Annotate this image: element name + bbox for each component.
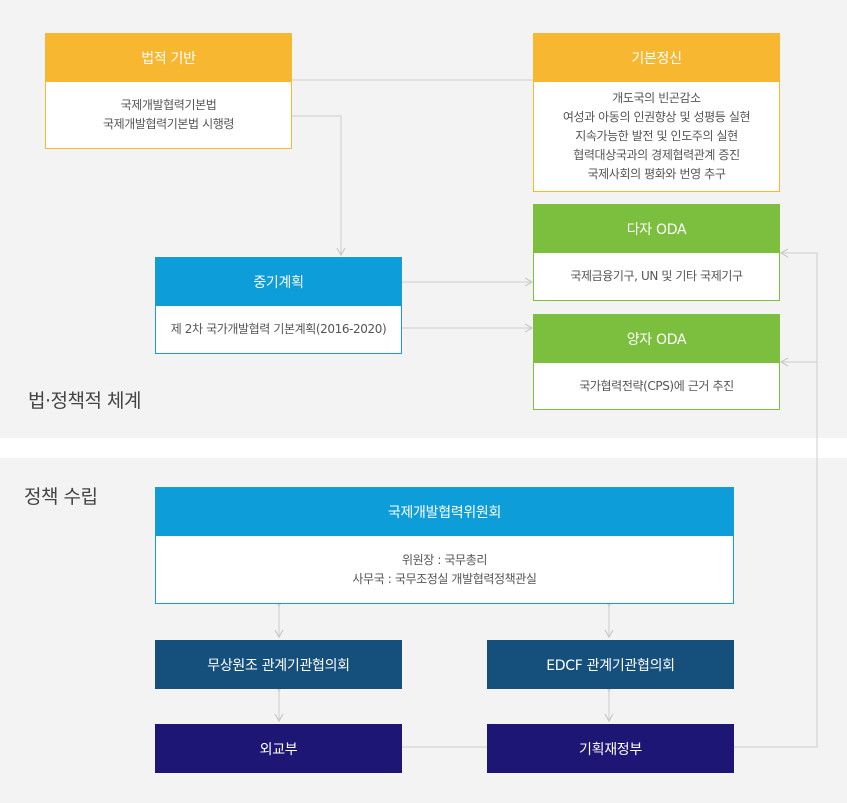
- legal-basis-line: 국제개발협력기본법 시행령: [102, 117, 235, 131]
- committee-title: 국제개발협력위원회: [156, 488, 733, 536]
- mid-term-plan-line: 제 2차 국가개발협력 기본계획(2016-2020): [170, 322, 387, 336]
- committee-box: 국제개발협력위원회 위원장 : 국무총리 사무국 : 국무조정실 개발협력정책관…: [155, 487, 734, 604]
- section-title-policy-system: 법·정책적 체계: [28, 390, 141, 412]
- grant-council-box: 무상원조 관계기관협의회: [155, 640, 402, 689]
- mid-term-plan-box: 중기계획 제 2차 국가개발협력 기본계획(2016-2020): [155, 257, 402, 354]
- multilateral-oda-title: 다자 ODA: [534, 205, 779, 253]
- basic-spirit-content: 개도국의 빈곤감소 여성과 아동의 인권향상 및 성평등 실현 지속가능한 발전…: [534, 82, 779, 191]
- committee-content: 위원장 : 국무총리 사무국 : 국무조정실 개발협력정책관실: [156, 536, 733, 603]
- legal-basis-line: 국제개발협력기본법: [120, 98, 217, 112]
- legal-basis-content: 국제개발협력기본법 국제개발협력기본법 시행령: [46, 82, 291, 148]
- bilateral-oda-title: 양자 ODA: [534, 315, 779, 363]
- legal-basis-box: 법적 기반 국제개발협력기본법 국제개발협력기본법 시행령: [45, 33, 292, 149]
- basic-spirit-line: 여성과 아동의 인권향상 및 성평등 실현: [562, 110, 751, 124]
- bilateral-oda-content: 국가협력전략(CPS)에 근거 추진: [534, 363, 779, 409]
- basic-spirit-box: 기본정신 개도국의 빈곤감소 여성과 아동의 인권향상 및 성평등 실현 지속가…: [533, 33, 780, 192]
- basic-spirit-title: 기본정신: [534, 34, 779, 82]
- committee-chair-line: 위원장 : 국무총리: [402, 552, 487, 567]
- basic-spirit-line: 지속가능한 발전 및 인도주의 실현: [575, 129, 738, 143]
- bilateral-oda-line: 국가협력전략(CPS)에 근거 추진: [579, 378, 734, 393]
- multilateral-oda-content: 국제금융기구, UN 및 기타 국제기구: [534, 253, 779, 300]
- committee-secretariat-line: 사무국 : 국무조정실 개발협력정책관실: [352, 571, 537, 586]
- mosf-box: 기획재정부: [487, 724, 734, 773]
- mofa-box: 외교부: [155, 724, 402, 773]
- legal-basis-title: 법적 기반: [46, 34, 291, 82]
- basic-spirit-line: 국제사회의 평화와 번영 추구: [587, 167, 726, 181]
- legal-to-plan-arrow: [292, 115, 346, 257]
- basic-spirit-line: 협력대상국과의 경제협력관계 증진: [573, 148, 740, 162]
- basic-spirit-line: 개도국의 빈곤감소: [612, 91, 701, 105]
- mid-term-plan-title: 중기계획: [156, 258, 401, 306]
- mosf-to-multilateral-arrow: [734, 248, 818, 748]
- mid-term-plan-content: 제 2차 국가개발협력 기본계획(2016-2020): [156, 306, 401, 353]
- multilateral-oda-line: 국제금융기구, UN 및 기타 국제기구: [570, 269, 743, 283]
- multilateral-oda-box: 다자 ODA 국제금융기구, UN 및 기타 국제기구: [533, 204, 780, 301]
- edcf-council-box: EDCF 관계기관협의회: [487, 640, 734, 689]
- bilateral-oda-box: 양자 ODA 국가협력전략(CPS)에 근거 추진: [533, 314, 780, 410]
- section-title-policy-making: 정책 수립: [24, 486, 98, 508]
